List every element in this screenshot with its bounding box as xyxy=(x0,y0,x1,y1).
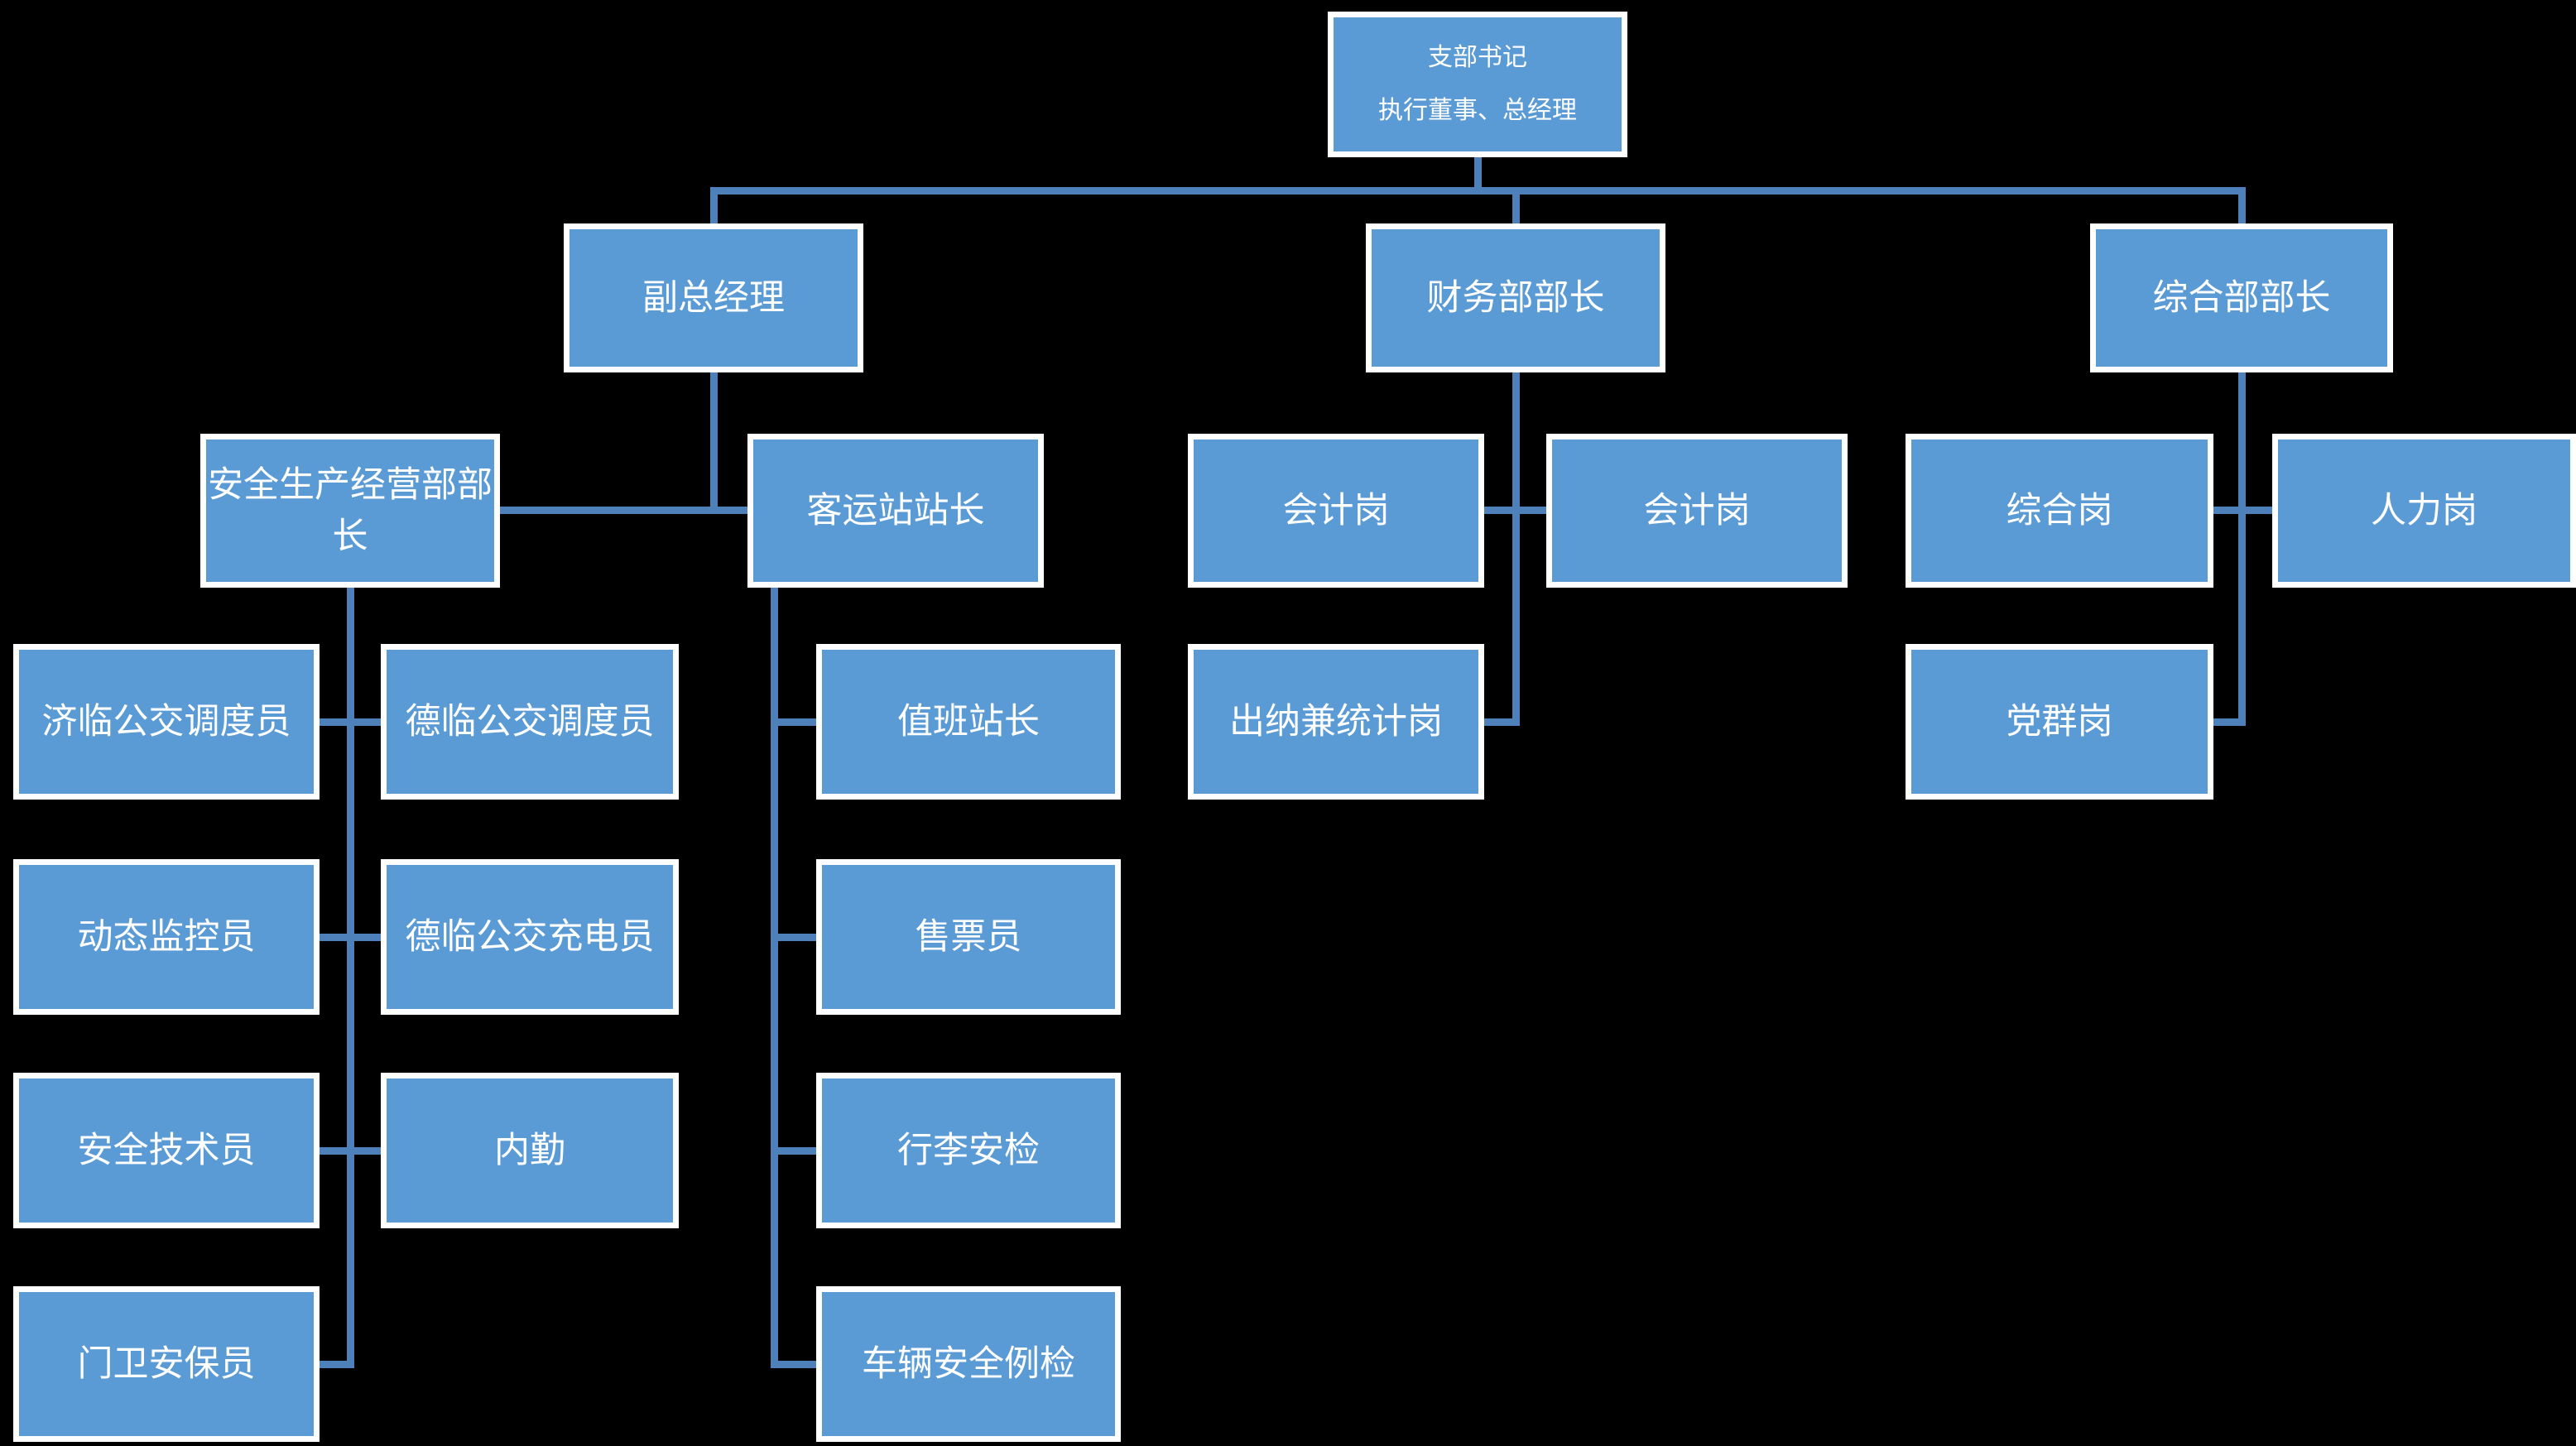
org-node-jilin-dispatcher: 济临公交调度员 xyxy=(13,644,320,800)
org-node-guard: 门卫安保员 xyxy=(13,1286,320,1442)
connector-drop-general-head xyxy=(2238,187,2246,225)
org-node-station-master: 客运站站长 xyxy=(747,434,1044,588)
org-node-root-label: 支部书记 xyxy=(1428,44,1527,71)
connector-general-row4 xyxy=(2210,718,2246,726)
org-node-hr-post: 人力岗 xyxy=(2272,434,2576,588)
org-node-safety-tech-label: 安全技术员 xyxy=(77,1131,256,1170)
org-node-delin-charger-label: 德临公交充电员 xyxy=(405,917,655,957)
connector-finance-row3 xyxy=(1482,507,1550,514)
org-node-general-post: 综合岗 xyxy=(1906,434,2213,588)
connector-general-trunk xyxy=(2238,371,2246,726)
connector-vice-gm-row3 xyxy=(497,507,751,514)
org-node-safety-tech: 安全技术员 xyxy=(13,1073,320,1228)
connector-station-row7 xyxy=(771,1361,819,1368)
org-node-office-clerk-label: 内勤 xyxy=(494,1131,565,1170)
org-node-root-label2: 执行董事、总经理 xyxy=(1378,97,1577,124)
org-node-duty-master: 值班站长 xyxy=(816,644,1121,800)
connector-station-row6 xyxy=(771,1147,819,1155)
org-node-general-head: 综合部部长 xyxy=(2090,223,2393,372)
org-node-luggage-security: 行李安检 xyxy=(816,1073,1121,1228)
org-node-safety-head-label: 安全生产经营部部长 xyxy=(208,465,493,556)
connector-safety-row6 xyxy=(315,1147,384,1155)
org-node-office-clerk: 内勤 xyxy=(381,1073,679,1228)
org-node-luggage-security-label: 行李安检 xyxy=(897,1131,1040,1170)
connector-drop-vice-gm xyxy=(710,187,718,225)
org-node-guard-label: 门卫安保员 xyxy=(77,1344,256,1384)
org-node-delin-charger: 德临公交充电员 xyxy=(381,859,679,1015)
connector-safety-row4 xyxy=(315,718,384,726)
org-node-root: 支部书记 执行董事、总经理 xyxy=(1328,12,1627,157)
connector-vice-gm-stem xyxy=(710,371,718,514)
org-node-accounting1: 会计岗 xyxy=(1188,434,1484,588)
connector-station-row4 xyxy=(771,718,819,726)
org-node-finance-head-label: 财务部部长 xyxy=(1426,278,1605,318)
connector-safety-row7 xyxy=(315,1361,354,1368)
org-node-hr-post-label: 人力岗 xyxy=(2371,491,2477,531)
connector-level2-bus xyxy=(710,187,2246,195)
org-node-dynamic-monitor-label: 动态监控员 xyxy=(77,917,256,957)
org-node-party-post: 党群岗 xyxy=(1906,644,2213,800)
org-node-accounting1-label: 会计岗 xyxy=(1282,491,1390,531)
connector-finance-trunk xyxy=(1512,371,1520,726)
org-node-party-post-label: 党群岗 xyxy=(2006,702,2113,742)
org-node-cashier-stat-label: 出纳兼统计岗 xyxy=(1229,702,1443,742)
connector-safety-row5 xyxy=(315,934,384,941)
org-node-vice-gm: 副总经理 xyxy=(564,223,863,372)
org-node-duty-master-label: 值班站长 xyxy=(897,702,1040,742)
org-node-ticket-seller-label: 售票员 xyxy=(915,917,1022,957)
org-node-general-post-label: 综合岗 xyxy=(2006,491,2113,531)
org-node-safety-head: 安全生产经营部部长 xyxy=(200,434,500,588)
connector-safety-trunk xyxy=(347,586,354,1368)
org-node-accounting2-label: 会计岗 xyxy=(1643,491,1751,531)
org-node-delin-dispatcher: 德临公交调度员 xyxy=(381,644,679,800)
org-node-jilin-dispatcher-label: 济临公交调度员 xyxy=(41,702,291,742)
connector-root-stem xyxy=(1474,156,1482,195)
org-node-dynamic-monitor: 动态监控员 xyxy=(13,859,320,1015)
org-node-station-master-label: 客运站站长 xyxy=(806,491,985,531)
connector-drop-finance-head xyxy=(1512,187,1520,225)
org-node-accounting2: 会计岗 xyxy=(1546,434,1848,588)
org-node-vice-gm-label: 副总经理 xyxy=(642,278,785,318)
org-node-vehicle-check-label: 车辆安全例检 xyxy=(862,1344,1075,1384)
org-node-finance-head: 财务部部长 xyxy=(1366,223,1665,372)
connector-station-trunk xyxy=(771,586,778,1368)
org-node-delin-dispatcher-label: 德临公交调度员 xyxy=(405,702,655,742)
connector-general-row3 xyxy=(2210,507,2276,514)
org-node-ticket-seller: 售票员 xyxy=(816,859,1121,1015)
connector-finance-row4 xyxy=(1482,718,1520,726)
connector-station-row5 xyxy=(771,934,819,941)
org-node-cashier-stat: 出纳兼统计岗 xyxy=(1188,644,1484,800)
org-node-general-head-label: 综合部部长 xyxy=(2152,278,2331,318)
org-node-vehicle-check: 车辆安全例检 xyxy=(816,1286,1121,1442)
